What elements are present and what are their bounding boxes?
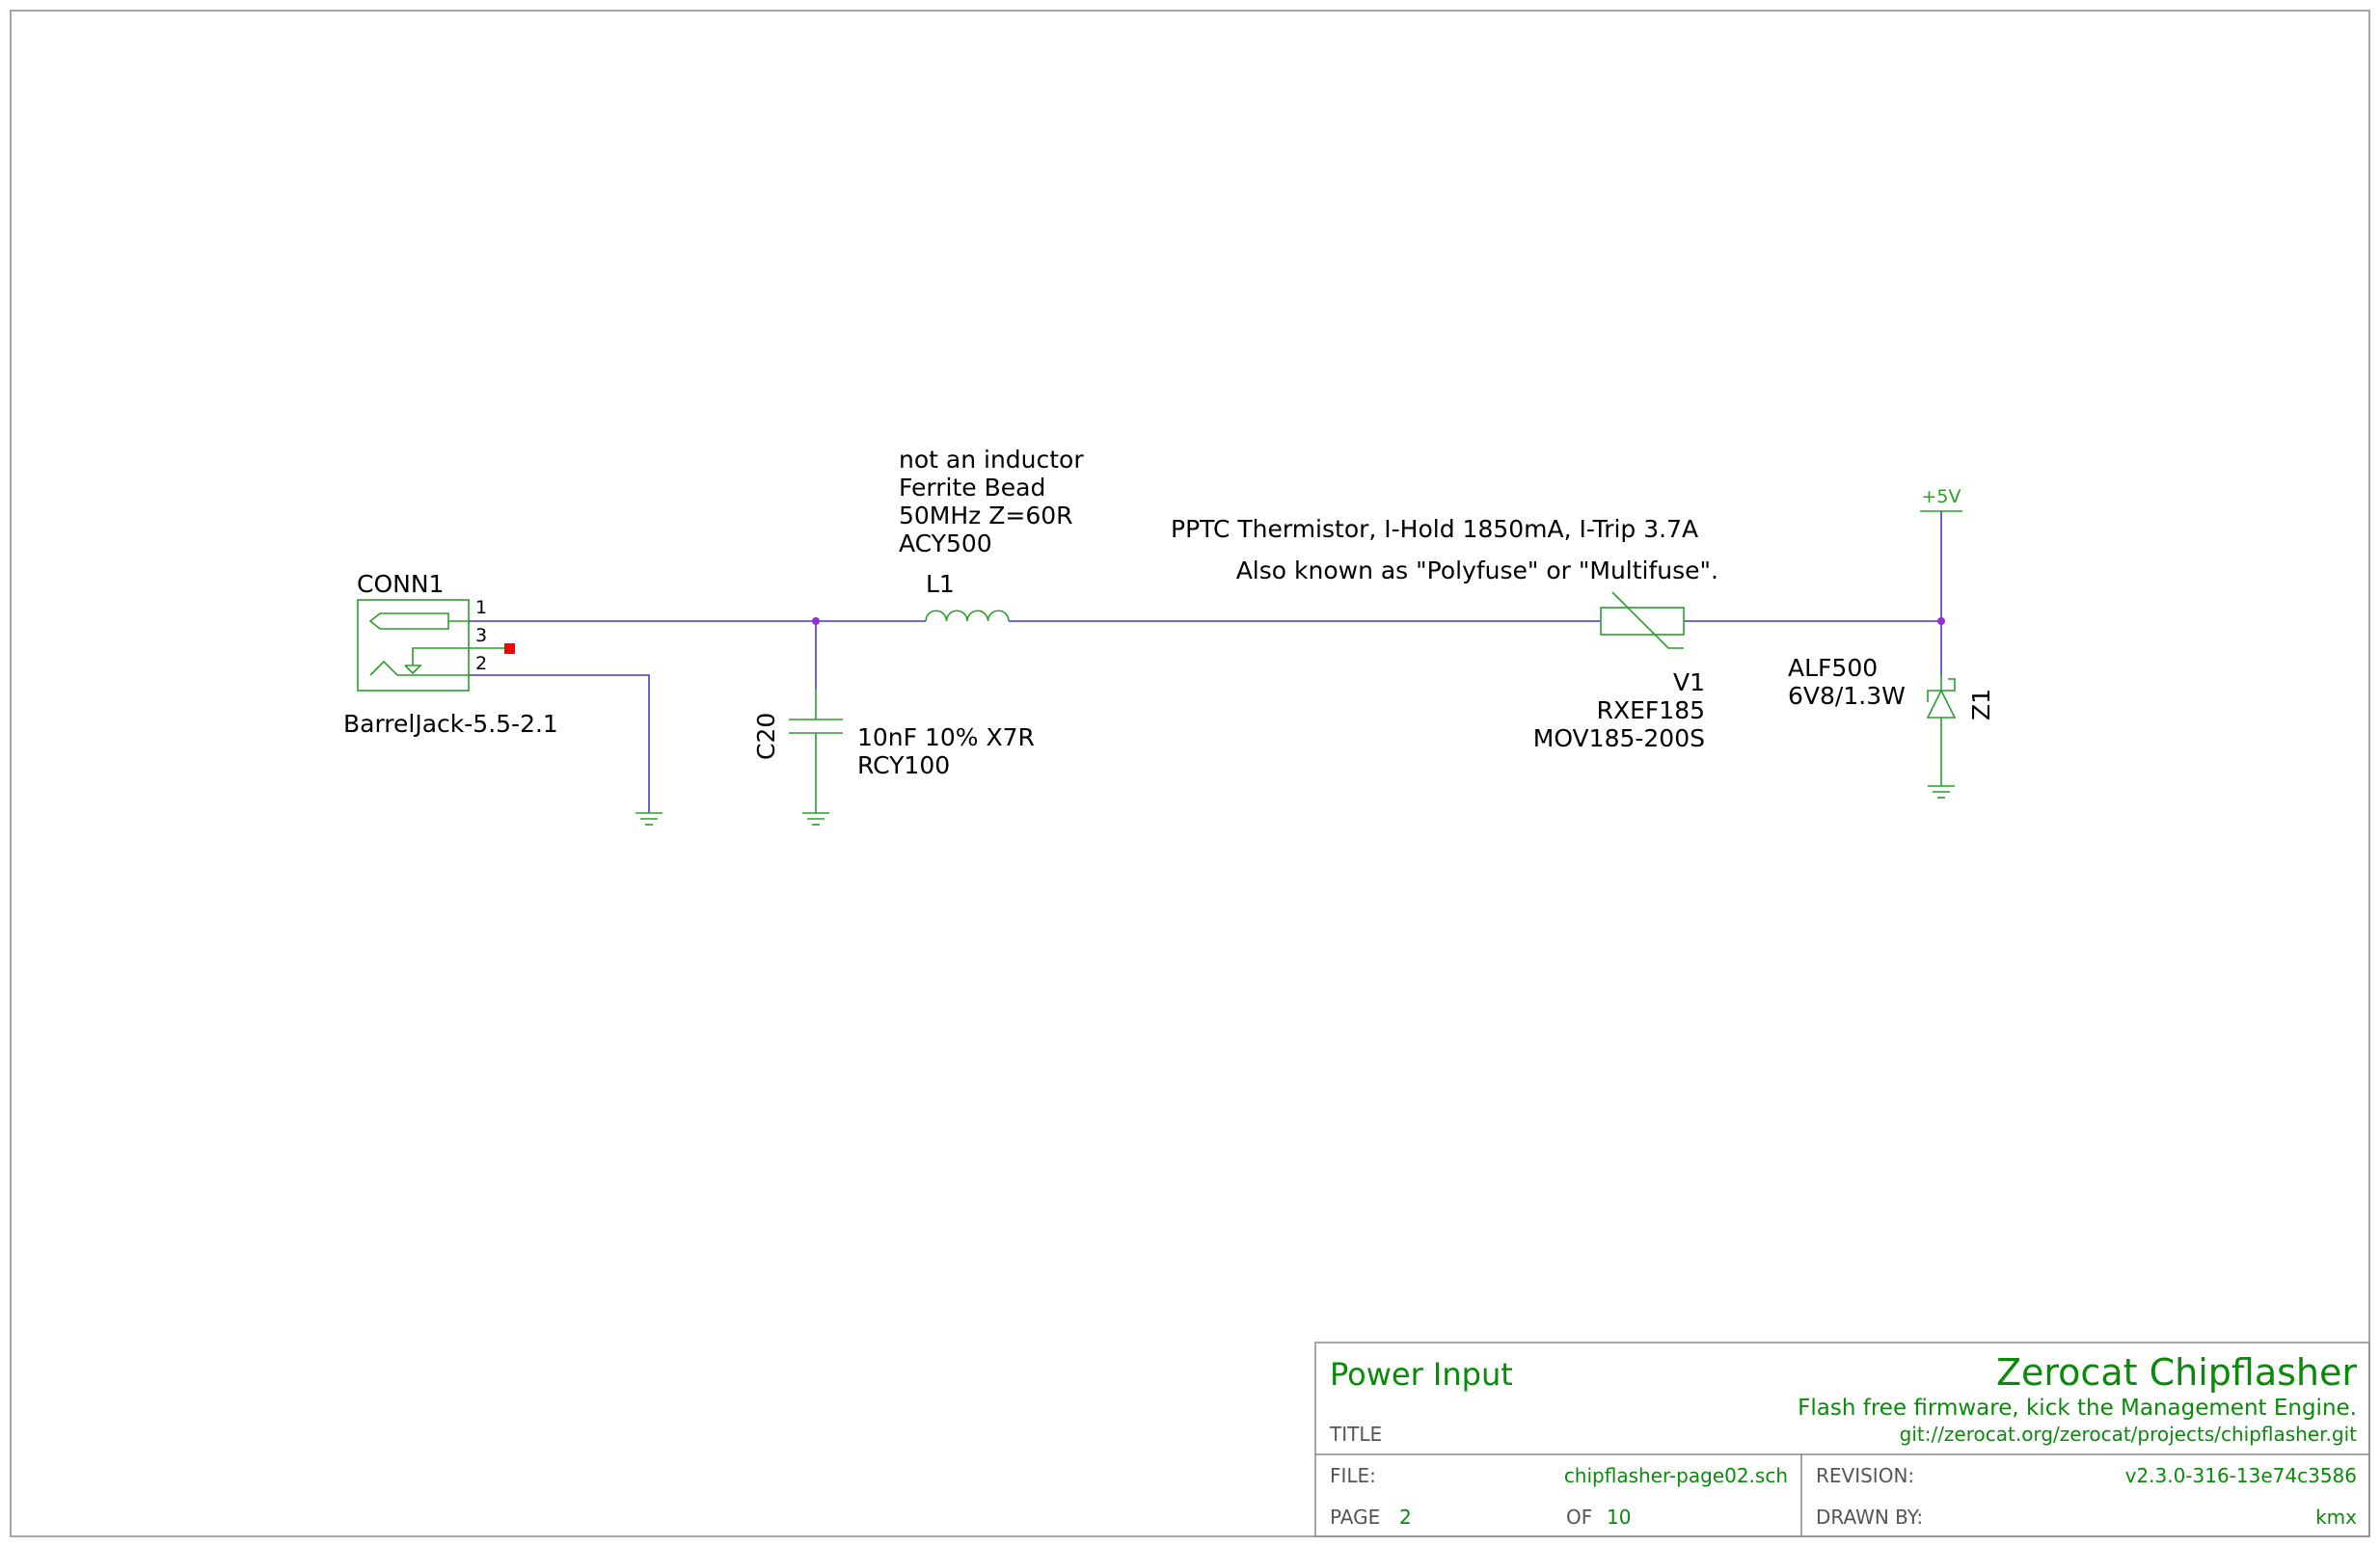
no-connect-icon	[504, 643, 515, 654]
conn1-value: BarrelJack-5.5-2.1	[343, 710, 558, 738]
z1-cathode-bar	[1927, 678, 1956, 702]
l1-reference: L1	[926, 570, 955, 598]
wire-conn1-pin2-ground	[469, 674, 650, 813]
file-name: chipflasher-page02.sch	[1564, 1464, 1788, 1487]
l1-symbol[interactable]	[925, 610, 1010, 622]
title-label: TITLE	[1329, 1423, 1382, 1446]
v1-thermal-line	[1611, 591, 1684, 649]
v1-reference: V1	[1673, 668, 1705, 696]
page-number: 2	[1399, 1506, 1412, 1529]
v1-value: RXEF185	[1597, 696, 1705, 724]
v1-note-2: Also known as "Polyfuse" or "Multifuse".	[1236, 556, 1718, 584]
title-block	[1314, 1342, 2370, 1537]
revision-label: REVISION:	[1816, 1464, 1914, 1487]
revision-value: v2.3.0-316-13e74c3586	[2125, 1464, 2357, 1487]
ground-symbol-icon	[1928, 785, 1955, 799]
conn1-pin1-number: 1	[475, 597, 487, 618]
conn1-symbol[interactable]	[357, 599, 470, 692]
l1-note-1: not an inductor	[899, 446, 1084, 474]
conn1-sleeve-contact	[412, 647, 469, 665]
wires	[469, 511, 1942, 813]
junction-c20	[812, 617, 820, 625]
of-label: OF	[1566, 1506, 1592, 1529]
total-pages: 10	[1607, 1506, 1631, 1529]
v1-part: MOV185-200S	[1533, 724, 1705, 752]
z1-symbol[interactable]	[1926, 675, 1957, 786]
c20-value: 10nF 10% X7R	[857, 723, 1035, 751]
sheet-frame	[10, 10, 2370, 1537]
conn1-center-pin	[368, 612, 449, 630]
power-5v-label: +5V	[1921, 486, 1961, 507]
c20-part: RCY100	[857, 751, 950, 779]
l1-coil	[925, 610, 1010, 622]
drawn-by-value: kmx	[2315, 1506, 2357, 1529]
z1-value: ALF500	[1788, 654, 1878, 682]
z1-triangle	[1926, 689, 1957, 719]
ground-symbol-icon	[802, 812, 829, 826]
repository-url: git://zerocat.org/zerocat/projects/chipf…	[1900, 1423, 2358, 1446]
conn1-reference: CONN1	[357, 570, 444, 598]
conn1-spring-contact	[369, 660, 469, 676]
file-label: FILE:	[1330, 1464, 1376, 1487]
l1-note-2: Ferrite Bead	[899, 474, 1045, 502]
c20-symbol[interactable]	[789, 689, 843, 813]
ground-symbol-icon	[636, 812, 663, 826]
l1-note-4: ACY500	[899, 529, 992, 557]
v1-note-1: PPTC Thermistor, I-Hold 1850mA, I-Trip 3…	[1171, 515, 1698, 543]
company-name: Zerocat Chipflasher	[1996, 1351, 2357, 1394]
junction-z1	[1937, 617, 1945, 625]
drawn-by-label: DRAWN BY:	[1816, 1506, 1923, 1529]
c20-reference: C20	[752, 713, 780, 760]
z1-rating: 6V8/1.3W	[1788, 682, 1906, 710]
tagline: Flash free firmware, kick the Management…	[1798, 1396, 2357, 1421]
page-label: PAGE	[1330, 1506, 1380, 1529]
z1-reference: Z1	[1967, 689, 1995, 720]
conn1-pin2-number: 2	[475, 653, 487, 674]
l1-note-3: 50MHz Z=60R	[899, 502, 1073, 529]
v1-body	[1600, 607, 1685, 636]
v1-symbol[interactable]	[1600, 591, 1685, 649]
sheet-title: Power Input	[1330, 1356, 1513, 1393]
conn1-ground-arrow	[404, 665, 422, 675]
conn1-body	[357, 599, 470, 692]
conn1-pin3-number: 3	[475, 625, 487, 646]
